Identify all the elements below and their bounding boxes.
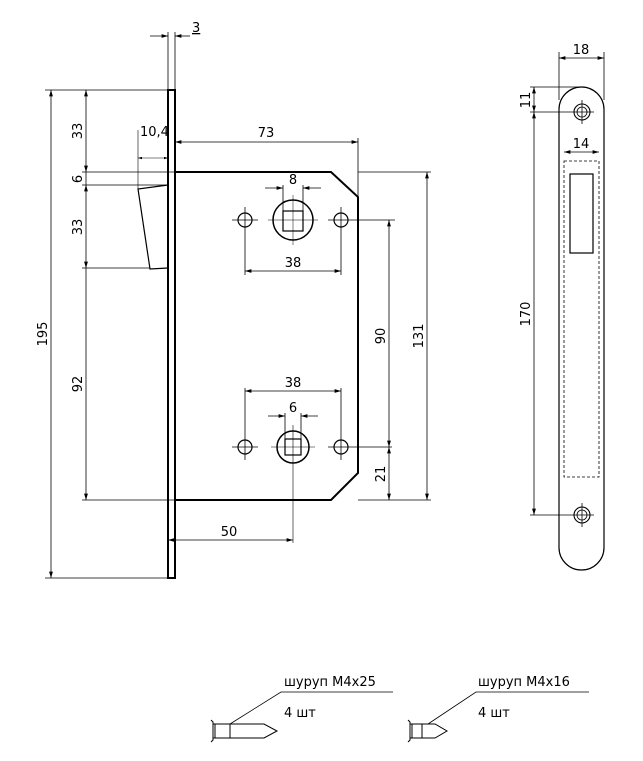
- dim-hole-spacing-bottom: 38: [285, 376, 302, 391]
- dim-body-width: 73: [258, 126, 275, 141]
- faceplate: [167, 89, 176, 579]
- top-spindle: [268, 195, 318, 245]
- strike-pocket: [563, 160, 600, 478]
- dim-strike-hole-spacing: 170: [519, 302, 534, 327]
- mount-hole: [232, 207, 258, 275]
- dim-faceplate-length: 195: [36, 322, 51, 347]
- screw-m4x16: шуруп M4x16 4 шт: [407, 675, 589, 743]
- strike-screw-hole: [530, 100, 594, 124]
- dim-body-height: 131: [412, 324, 427, 349]
- screw-qty: 4 шт: [478, 706, 510, 721]
- mount-hole: [232, 388, 258, 460]
- dim-pocket-width: 14: [573, 137, 590, 152]
- lock-body: [175, 171, 359, 501]
- dim-latch-to-bottom: 92: [71, 376, 86, 393]
- latch-opening: [569, 173, 594, 254]
- dim-spindle-distance: 90: [374, 328, 389, 345]
- dim-body-to-latch: 6: [71, 175, 86, 183]
- mount-hole: [328, 207, 395, 275]
- mount-hole: [328, 388, 392, 460]
- dim-top-to-body: 33: [71, 123, 86, 140]
- screw-qty: 4 шт: [284, 706, 316, 721]
- dim-faceplate-thickness: 3: [192, 21, 200, 36]
- dim-backset: 50: [221, 525, 238, 540]
- bottom-spindle: [271, 425, 315, 543]
- screw-label: шуруп M4x16: [478, 675, 570, 690]
- dim-hole-spacing-top: 38: [285, 256, 302, 271]
- screw-label: шуруп M4x25: [284, 675, 376, 690]
- dim-bottom-offset: 21: [374, 466, 389, 483]
- screw-m4x25: шуруп M4x25 4 шт: [210, 675, 393, 743]
- dim-latch-projection: 10,4: [140, 125, 169, 140]
- dim-strike-width: 18: [573, 43, 590, 58]
- dim-spindle-square-bottom: 6: [289, 401, 297, 416]
- strike-plate: [558, 86, 605, 571]
- strike-screw-hole: [530, 503, 594, 527]
- dim-latch-height: 33: [71, 219, 86, 236]
- latch-bolt: [137, 184, 169, 270]
- dim-spindle-square-top: 8: [289, 173, 297, 188]
- dim-hole-offset: 11: [519, 92, 534, 109]
